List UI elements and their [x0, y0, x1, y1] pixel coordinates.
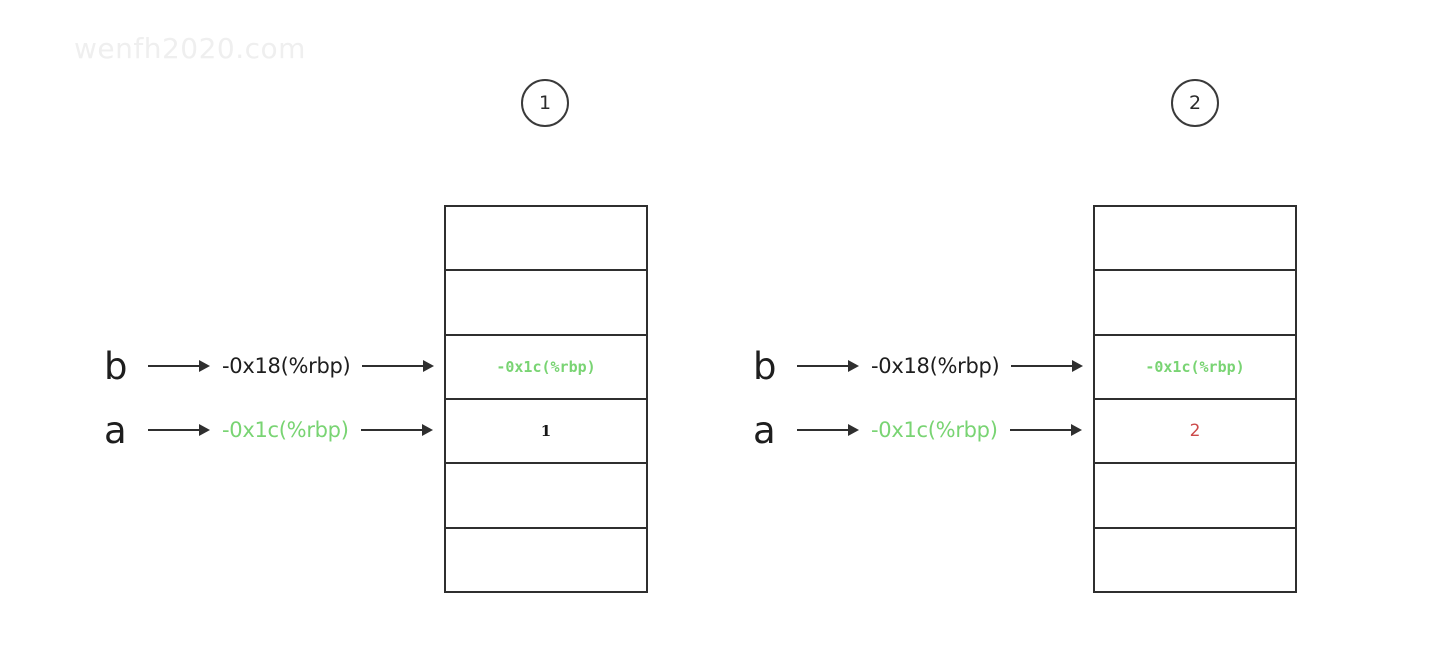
arrow-address-to-memory-icon [362, 360, 435, 372]
variable-name-label: b [753, 344, 777, 388]
address-label: -0x18(%rbp) [222, 354, 351, 378]
memory-cell: 1 [446, 400, 646, 465]
memory-box-panel-2: -0x1c(%rbp) 2 [1093, 205, 1297, 593]
variable-row-a-panel-1: a -0x1c(%rbp) [104, 403, 433, 457]
arrow-variable-to-address-icon [797, 360, 859, 372]
memory-cell: 2 [1095, 400, 1295, 465]
memory-cell [1095, 271, 1295, 336]
memory-box-panel-1: -0x1c(%rbp) 1 [444, 205, 648, 593]
variable-name-label: a [104, 408, 127, 452]
memory-cell [446, 464, 646, 529]
step-badge-1: 1 [521, 79, 569, 127]
variable-row-b-panel-1: b -0x18(%rbp) [104, 339, 435, 393]
memory-cell [1095, 207, 1295, 272]
memory-cell-text: -0x1c(%rbp) [1145, 357, 1245, 376]
step-badge-label: 1 [538, 92, 552, 114]
address-label: -0x18(%rbp) [871, 354, 1000, 378]
arrow-variable-to-address-icon [148, 360, 210, 372]
memory-cell [446, 529, 646, 591]
arrow-variable-to-address-icon [148, 424, 210, 436]
variable-row-b-panel-2: b -0x18(%rbp) [753, 339, 1084, 393]
step-badge-label: 2 [1188, 92, 1202, 114]
memory-cell-text: 1 [540, 422, 552, 441]
arrow-address-to-memory-icon [1011, 360, 1084, 372]
memory-cell: -0x1c(%rbp) [446, 336, 646, 400]
memory-cell: -0x1c(%rbp) [1095, 336, 1295, 400]
memory-cell [446, 207, 646, 272]
variable-name-label: a [753, 408, 776, 452]
memory-cell [446, 271, 646, 336]
arrow-variable-to-address-icon [797, 424, 859, 436]
memory-cell-text: -0x1c(%rbp) [496, 357, 596, 376]
memory-cell [1095, 464, 1295, 529]
address-label: -0x1c(%rbp) [871, 418, 998, 442]
site-watermark: wenfh2020.com [74, 32, 306, 65]
step-badge-2: 2 [1171, 79, 1219, 127]
address-label: -0x1c(%rbp) [222, 418, 349, 442]
variable-row-a-panel-2: a -0x1c(%rbp) [753, 403, 1082, 457]
memory-cell [1095, 529, 1295, 591]
arrow-address-to-memory-icon [360, 424, 433, 436]
arrow-address-to-memory-icon [1009, 424, 1082, 436]
memory-cell-text: 2 [1189, 421, 1201, 442]
variable-name-label: b [104, 344, 128, 388]
